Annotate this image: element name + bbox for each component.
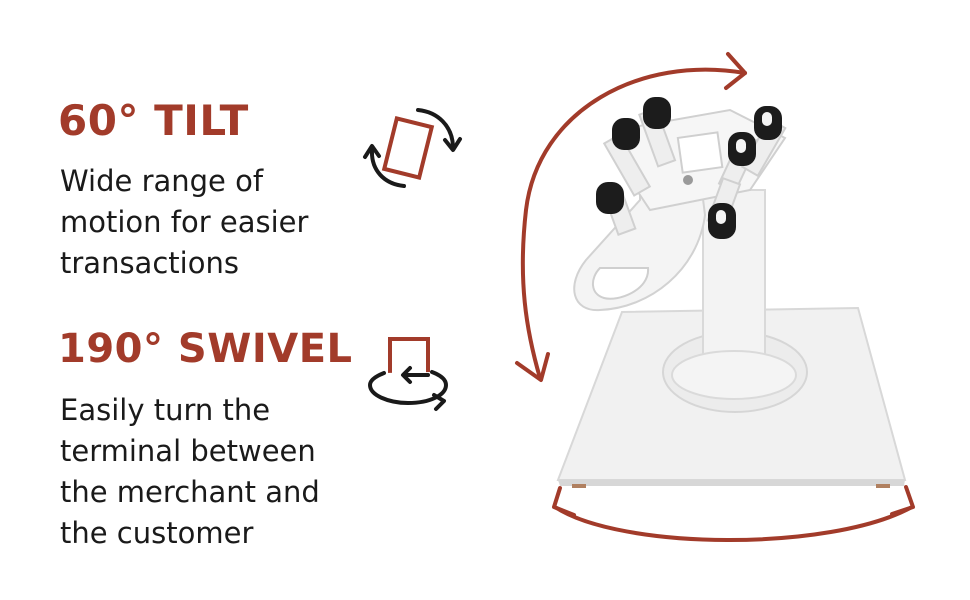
swivel-arc-arrow [552,485,915,542]
payment-terminal-stand [515,52,915,542]
tilt-description: Wide range of motion for easier transact… [60,164,309,280]
swivel-title: 190° SWIVEL [58,326,353,372]
tilt-arc-arrow [515,52,747,382]
swivel-rotate-icon [368,337,449,411]
tilt-rotate-icon [363,108,462,188]
tilt-title: 60° TILT [58,96,249,145]
swivel-description: Easily turn the terminal between the mer… [60,393,320,550]
